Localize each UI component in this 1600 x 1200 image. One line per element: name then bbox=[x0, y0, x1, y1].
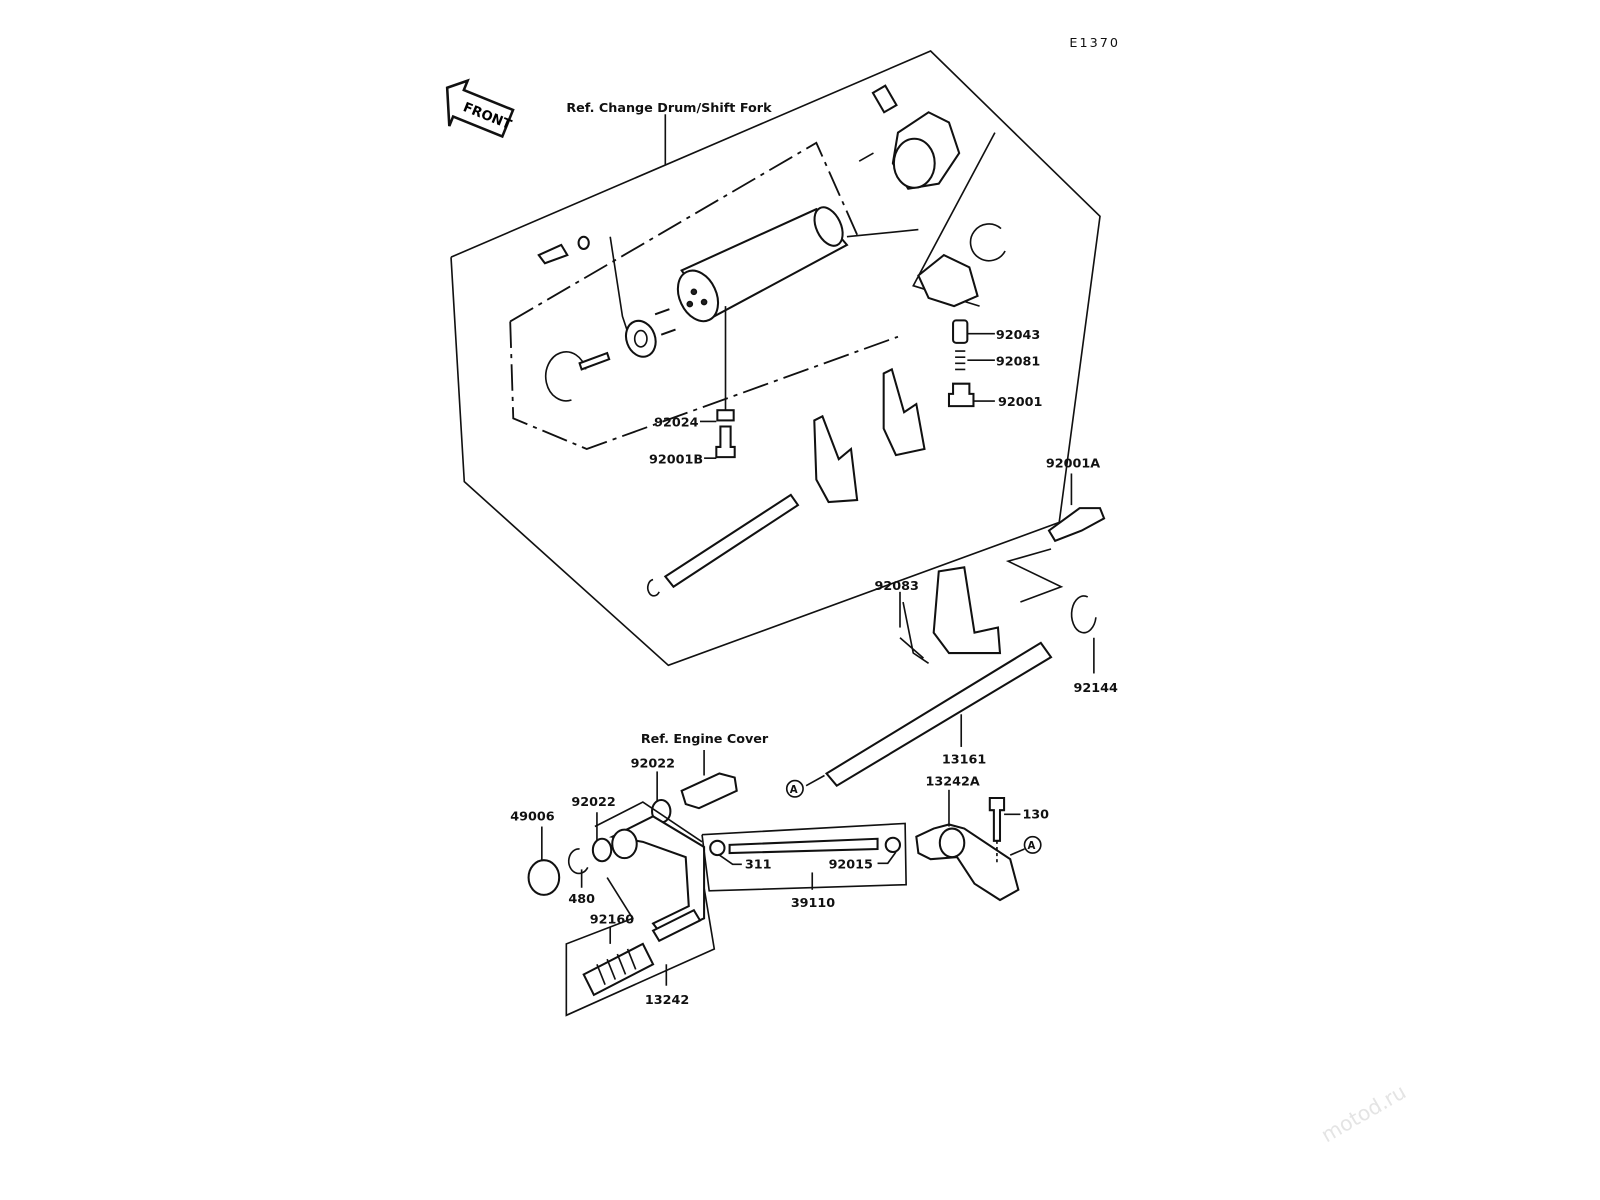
part-480: 480 bbox=[568, 892, 595, 907]
diagram-code: E1370 bbox=[1069, 36, 1120, 51]
part-49006: 49006 bbox=[510, 809, 554, 824]
part-92001B: 92001B bbox=[649, 452, 703, 467]
part-92024: 92024 bbox=[654, 416, 698, 431]
detent-pin bbox=[952, 319, 969, 344]
detent-bolt bbox=[947, 382, 975, 408]
drum-screw bbox=[578, 351, 611, 371]
bolt-92001a bbox=[1047, 507, 1106, 543]
drum-cam bbox=[917, 253, 979, 308]
part-13161: 13161 bbox=[942, 752, 986, 767]
shift-mechanism-arm bbox=[932, 566, 1002, 655]
nut-92015 bbox=[884, 836, 902, 854]
cap-49006 bbox=[527, 859, 561, 896]
part-13242: 13242 bbox=[645, 993, 689, 1008]
marker-a-1: A bbox=[790, 785, 798, 796]
watermark-text: motod.ru bbox=[1317, 1080, 1410, 1148]
drum-bearing bbox=[624, 319, 657, 358]
shift-lever-13242a bbox=[915, 823, 1020, 902]
spring-92144 bbox=[1070, 595, 1097, 634]
part-39110: 39110 bbox=[791, 896, 835, 911]
washer-92024 bbox=[716, 409, 735, 422]
part-130: 130 bbox=[1022, 807, 1049, 822]
part-92083: 92083 bbox=[874, 579, 918, 594]
part-92144: 92144 bbox=[1073, 681, 1117, 696]
pivot-bolt bbox=[680, 772, 738, 810]
shift-fork-right bbox=[882, 367, 926, 457]
circlip bbox=[544, 351, 587, 402]
part-92081: 92081 bbox=[996, 354, 1040, 369]
part-92160: 92160 bbox=[590, 912, 634, 927]
detent-spring bbox=[955, 350, 966, 371]
ref-change-drum-label: Ref. Change Drum/Shift Fork bbox=[566, 101, 772, 116]
pedal-peg bbox=[651, 908, 702, 943]
circlip-480 bbox=[567, 848, 589, 875]
part-92043: 92043 bbox=[996, 328, 1040, 343]
pedal-rubber-92160 bbox=[582, 942, 655, 997]
ref-engine-cover-label: Ref. Engine Cover bbox=[641, 732, 769, 747]
spring-92083 bbox=[899, 601, 930, 664]
neutral-switch bbox=[537, 243, 569, 265]
cam-circlip bbox=[969, 223, 1006, 262]
shift-fork-pin bbox=[871, 84, 898, 114]
fork-shaft bbox=[663, 493, 800, 589]
tie-rod-39110 bbox=[728, 837, 879, 855]
change-drum bbox=[676, 206, 849, 323]
washer-92022-b bbox=[591, 837, 613, 863]
part-92015: 92015 bbox=[829, 857, 873, 872]
shift-shaft-13161 bbox=[824, 641, 1053, 788]
part-92022-a: 92022 bbox=[631, 756, 675, 771]
front-arrow-icon: FRONT bbox=[445, 78, 515, 139]
part-92022-b: 92022 bbox=[571, 795, 615, 810]
part-311: 311 bbox=[745, 857, 772, 872]
nut-311 bbox=[709, 839, 726, 857]
part-13242A: 13242A bbox=[926, 775, 980, 790]
bolt-92001b bbox=[715, 425, 736, 459]
part-92001: 92001 bbox=[998, 395, 1042, 410]
bolt-130 bbox=[988, 796, 1006, 842]
shift-fork-left bbox=[813, 414, 859, 504]
part-92001A: 92001A bbox=[1046, 456, 1100, 471]
marker-a-2: A bbox=[1028, 841, 1036, 852]
